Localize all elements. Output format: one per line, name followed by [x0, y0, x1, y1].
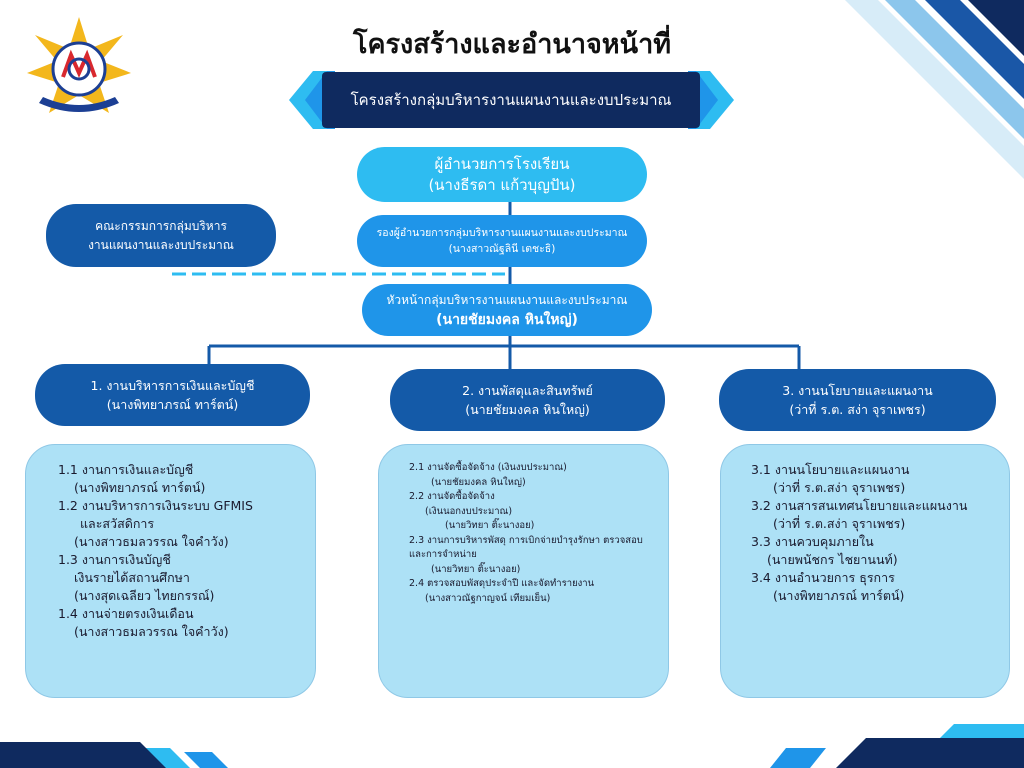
task-person: (นางพิทยาภรณ์ ทาร์ตน์): [773, 588, 905, 603]
department-3-person: (ว่าที่ ร.ต. สง่า จุราเพชร): [789, 402, 926, 417]
school-emblem-icon: [27, 17, 131, 113]
task-item: 2.2 งานจัดซื้อจัดจ้าง: [409, 491, 495, 502]
task-item: 3.3 งานควบคุมภายใน: [751, 534, 874, 549]
task-person: (นางสุดเฉลียว ไทยกรรณ์): [74, 588, 215, 603]
department-3-task-panel: 3.1 งานนโยบายและแผนงาน (ว่าที่ ร.ต.สง่า …: [720, 444, 1010, 698]
department-1-task-panel: 1.1 งานการเงินและบัญชี (นางพิทยาภรณ์ ทาร…: [25, 444, 316, 698]
task-person: (นางสาวณัฐกาญจน์ เทียมเย็น): [425, 592, 551, 604]
head-name: (นายชัยมงคล หินใหญ่): [436, 312, 578, 328]
task-item: 1.3 งานการเงินบัญชี: [58, 552, 171, 567]
committee-line1: คณะกรรมการกลุ่มบริหาร: [95, 218, 227, 233]
department-1-header: 1. งานบริหารการเงินและบัญชี (นางพิทยาภรณ…: [35, 364, 310, 426]
department-3-header: 3. งานนโยบายและแผนงาน (ว่าที่ ร.ต. สง่า …: [719, 369, 996, 431]
committee-line2: งานแผนงานและงบประมาณ: [88, 237, 234, 252]
department-1-person: (นางพิทยาภรณ์ ทาร์ตน์): [106, 397, 239, 412]
task-item-continued: เงินรายได้สถานศึกษา: [74, 570, 190, 585]
department-3-title: 3. งานนโยบายและแผนงาน: [782, 383, 933, 398]
task-item-continued: (เงินนอกงบประมาณ): [425, 505, 513, 517]
department-1-title: 1. งานบริหารการเงินและบัญชี: [90, 378, 255, 393]
task-person: (นายชัยมงคล หินใหญ่): [431, 476, 526, 488]
task-item: 1.4 งานจ่ายตรงเงินเดือน: [58, 606, 194, 621]
director-node: ผู้อำนวยการโรงเรียน (นางธีรดา แก้วบุญปัน…: [357, 147, 647, 202]
task-person: (นางสาวธมลวรรณ ใจคำวัง): [74, 624, 229, 639]
page-title: โครงสร้างและอำนาจหน้าที่: [352, 29, 672, 60]
group-head-node: หัวหน้ากลุ่มบริหารงานแผนงานและงบประมาณ (…: [362, 284, 652, 336]
task-item: 1.2 งานบริหารการเงินระบบ GFMIS: [58, 498, 253, 513]
task-person: (นางสาวธมลวรรณ ใจคำวัง): [74, 534, 229, 549]
director-name: (นางธีรดา แก้วบุญปัน): [428, 175, 576, 194]
task-item: 1.1 งานการเงินและบัญชี: [58, 462, 194, 477]
department-2-header: 2. งานพัสดุและสินทรัพย์ (นายชัยมงคล หินใ…: [390, 369, 665, 431]
task-person: (นายวิทยา ติ๊ะนางอย): [445, 520, 535, 531]
task-person: (ว่าที่ ร.ต.สง่า จุราเพชร): [773, 516, 906, 531]
committee-node: คณะกรรมการกลุ่มบริหาร งานแผนงานและงบประม…: [46, 204, 276, 267]
deputy-name: (นางสาวณัฐลินี เตชะธิ): [448, 243, 556, 255]
task-item: 3.1 งานนโยบายและแผนงาน: [751, 462, 910, 477]
head-title: หัวหน้ากลุ่มบริหารงานแผนงานและงบประมาณ: [386, 293, 628, 307]
subtitle-banner: โครงสร้างกลุ่มบริหารงานแผนงานและงบประมาณ: [322, 72, 700, 128]
task-item-continued: และสวัสดิการ: [80, 516, 155, 531]
subtitle-text: โครงสร้างกลุ่มบริหารงานแผนงานและงบประมาณ: [350, 91, 672, 109]
task-person: (นายวิทยา ติ๊ะนางอย): [431, 563, 521, 575]
department-2-task-panel: 2.1 งานจัดซื้อจัดจ้าง (เงินงบประมาณ) (นา…: [378, 444, 669, 698]
department-2-person: (นายชัยมงคล หินใหญ่): [465, 402, 590, 417]
task-item: 3.2 งานสารสนเทศนโยบายและแผนงาน: [751, 498, 968, 513]
task-item: 2.4 ตรวจสอบพัสดุประจำปี และจัดทำรายงาน: [409, 578, 595, 589]
department-2-title: 2. งานพัสดุและสินทรัพย์: [462, 383, 593, 398]
task-person: (ว่าที่ ร.ต.สง่า จุราเพชร): [773, 480, 906, 495]
task-item: 2.1 งานจัดซื้อจัดจ้าง (เงินงบประมาณ): [409, 462, 567, 473]
deputy-node: รองผู้อำนวยการกลุ่มบริหารงานแผนงานและงบป…: [357, 215, 647, 267]
task-person: (นางพิทยาภรณ์ ทาร์ตน์): [74, 480, 206, 495]
task-item: 3.4 งานอำนวยการ ธุรการ: [751, 570, 895, 585]
task-person: (นายพนัชกร ไชยานนท์): [767, 552, 898, 567]
deputy-title: รองผู้อำนวยการกลุ่มบริหารงานแผนงานและงบป…: [376, 227, 628, 239]
task-item: 2.3 งานการบริหารพัสดุ การเบิกจ่ายบำรุงรั…: [409, 534, 643, 561]
director-title: ผู้อำนวยการโรงเรียน: [434, 154, 570, 173]
